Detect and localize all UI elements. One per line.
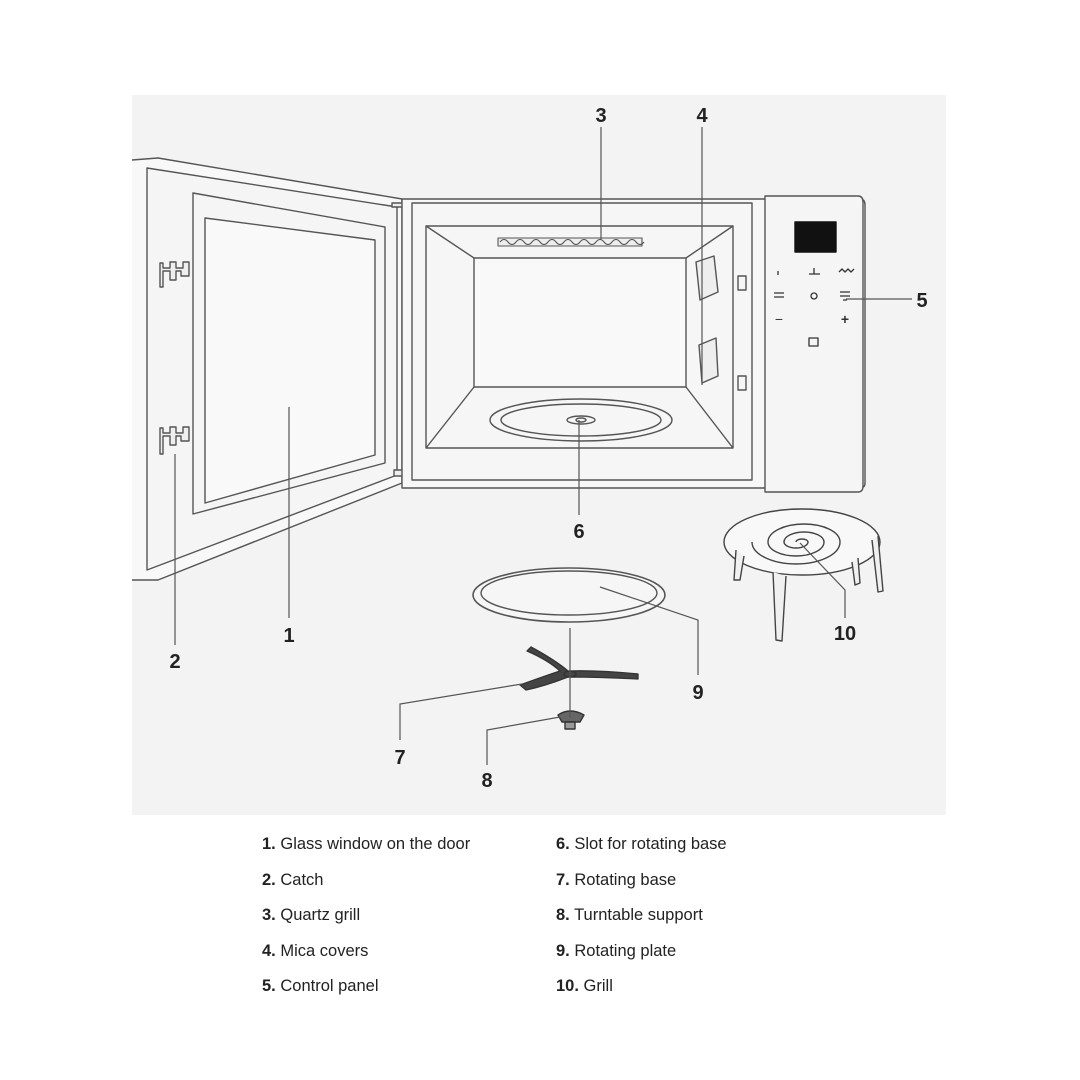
menu-icon bbox=[840, 291, 850, 301]
glass-window-on-the-door bbox=[192, 192, 386, 515]
display-screen bbox=[794, 221, 837, 253]
callout-5: 5 bbox=[916, 290, 927, 312]
legend-item: 10. Grill bbox=[556, 974, 727, 1010]
callout-6: 6 bbox=[573, 521, 584, 543]
leader-lines bbox=[174, 127, 912, 765]
legend-text: Quartz grill bbox=[280, 906, 361, 924]
legend-number: 9. bbox=[556, 941, 570, 960]
control-panel bbox=[764, 195, 864, 493]
legend-item: 7. Rotating base bbox=[556, 868, 727, 904]
callout-2: 2 bbox=[169, 651, 180, 673]
callout-7: 7 bbox=[394, 747, 405, 769]
callout-10: 10 bbox=[834, 623, 856, 645]
callout-8: 8 bbox=[481, 770, 492, 792]
legend-text: Control panel bbox=[280, 977, 379, 995]
grill-rack bbox=[723, 508, 884, 642]
legend-item: 4. Mica covers bbox=[262, 939, 470, 975]
quartz-grill bbox=[497, 237, 645, 247]
legend-item: 8. Turntable support bbox=[556, 903, 727, 939]
leader-line-8 bbox=[486, 716, 561, 765]
leader-line-9 bbox=[599, 586, 699, 675]
turntable-support bbox=[557, 710, 585, 730]
callout-4: 4 bbox=[696, 105, 708, 127]
legend-number: 10. bbox=[556, 977, 579, 995]
timer-icon bbox=[810, 292, 818, 300]
legend-number: 2. bbox=[262, 870, 276, 889]
start-icon bbox=[808, 337, 819, 347]
legend-text: Slot for rotating base bbox=[574, 835, 727, 853]
legend-item: 2. Catch bbox=[262, 868, 470, 904]
minus-label: − bbox=[775, 311, 783, 327]
legend-text: Glass window on the door bbox=[280, 835, 471, 853]
leader-line-7 bbox=[399, 683, 523, 740]
legend-column-left: 1. Glass window on the door 2. Catch 3. … bbox=[262, 832, 470, 1010]
control-buttons bbox=[774, 268, 855, 347]
microwave-door bbox=[131, 157, 419, 581]
slot-for-rotating-base bbox=[489, 398, 673, 442]
legend-number: 6. bbox=[556, 835, 570, 853]
legend-number: 7. bbox=[556, 870, 570, 889]
legend-item: 1. Glass window on the door bbox=[262, 832, 470, 868]
catch bbox=[159, 261, 190, 455]
combi-icon bbox=[774, 292, 784, 298]
legend-text: Turntable support bbox=[574, 906, 703, 924]
legend-text: Mica covers bbox=[280, 941, 369, 960]
leader-line-10 bbox=[799, 542, 846, 618]
legend-number: 1. bbox=[262, 835, 276, 853]
grill-icon bbox=[838, 268, 855, 273]
legend-item: 6. Slot for rotating base bbox=[556, 832, 727, 868]
callout-3: 3 bbox=[595, 105, 606, 127]
callout-9: 9 bbox=[692, 682, 703, 704]
legend-number: 3. bbox=[262, 906, 276, 924]
legend-item: 5. Control panel bbox=[262, 974, 470, 1010]
legend-number: 5. bbox=[262, 977, 276, 995]
plus-label: + bbox=[841, 311, 849, 327]
legend-text: Rotating plate bbox=[574, 941, 677, 960]
legend-text: Grill bbox=[583, 977, 613, 995]
legend-text: Catch bbox=[280, 870, 324, 889]
microwave-body bbox=[401, 195, 866, 493]
defrost-icon bbox=[809, 268, 820, 275]
legend-item: 3. Quartz grill bbox=[262, 903, 470, 939]
legend-number: 8. bbox=[556, 906, 570, 924]
callout-1: 1 bbox=[283, 625, 294, 647]
legend-column-right: 6. Slot for rotating base 7. Rotating ba… bbox=[556, 832, 727, 1010]
rotating-plate bbox=[472, 567, 666, 623]
legend-number: 4. bbox=[262, 941, 276, 960]
legend-text: Rotating base bbox=[574, 870, 677, 889]
legend-item: 9. Rotating plate bbox=[556, 939, 727, 975]
